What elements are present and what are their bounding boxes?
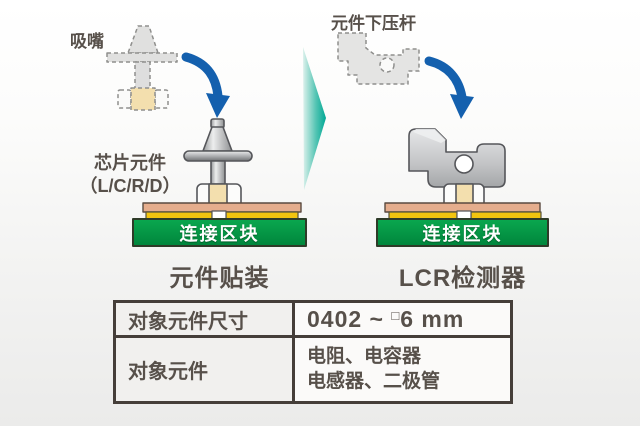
stage2-caption: LCR检测器 xyxy=(398,265,527,292)
spec-row2-label: 对象元件 xyxy=(116,338,295,401)
spec-row1-label: 对象元件尺寸 xyxy=(116,303,295,338)
stage1-caption: 元件贴装 xyxy=(169,265,270,292)
connection-block-right xyxy=(376,202,549,247)
nozzle-ghost-illustration xyxy=(106,25,178,111)
size-value: 0402 ~ □6 mm xyxy=(307,305,465,332)
spec-row2-value: 电阻、电容器 电感器、二极管 xyxy=(295,338,510,401)
spec-row1-value: 0402 ~ □6 mm xyxy=(295,303,510,338)
lcr-probe-illustration xyxy=(408,128,506,188)
connection-block-left-label: 连接区块 xyxy=(179,223,260,244)
chip-label-line2: （L/C/R/D） xyxy=(79,176,181,197)
down-arrow-right-icon xyxy=(424,56,474,119)
square-symbol: □ xyxy=(391,307,401,323)
connection-block-right-label: 连接区块 xyxy=(422,223,503,244)
pusher-label: 元件下压杆 xyxy=(331,14,416,33)
chip-label-line1: 芯片元件 xyxy=(94,153,166,173)
pusher-ghost-illustration xyxy=(337,32,420,85)
component-types: 电阻、电容器 电感器、二极管 xyxy=(307,345,441,392)
nozzle-label: 吸嘴 xyxy=(70,32,104,51)
chip-component-label: 芯片元件 （L/C/R/D） xyxy=(78,152,182,199)
spec-table: 对象元件尺寸 0402 ~ □6 mm 对象元件 电阻、电容器 电感器、二极管 xyxy=(113,300,513,404)
process-arrow-icon xyxy=(303,47,326,190)
down-arrow-left-icon xyxy=(181,52,230,118)
nozzle-illustration xyxy=(183,118,253,187)
connection-block-left xyxy=(132,202,307,247)
